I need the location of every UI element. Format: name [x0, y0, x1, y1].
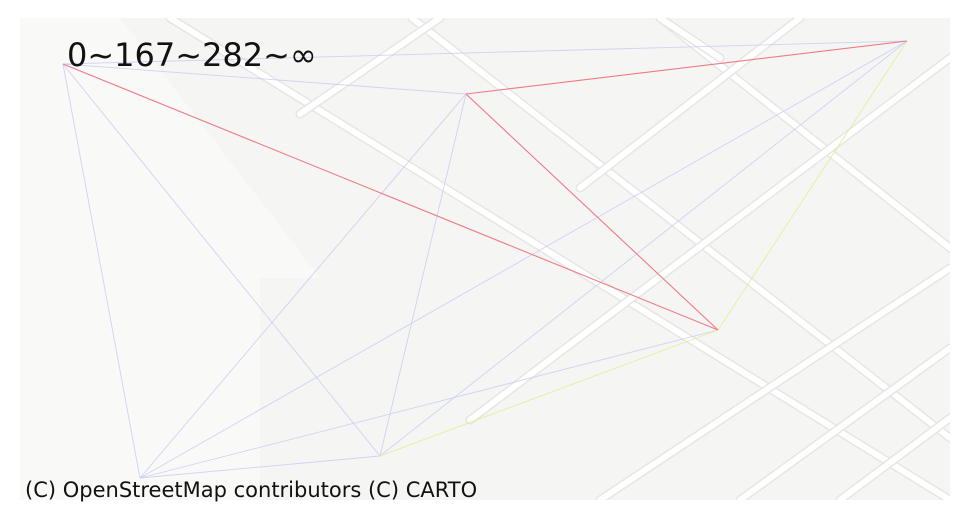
network-edge-n6-n5	[139, 455, 381, 479]
road	[657, 18, 950, 251]
network-edge-n2-n6	[139, 40, 908, 479]
network-edge-n6-n4	[139, 329, 719, 479]
road	[597, 265, 950, 500]
attribution-text: (C) OpenStreetMap contributors (C) CARTO	[25, 478, 478, 502]
map-canvas[interactable]	[20, 18, 950, 500]
network-edge-n2-n3	[465, 40, 908, 95]
network-edge-n1-n5	[62, 63, 381, 457]
road	[167, 18, 950, 500]
road	[577, 18, 803, 191]
land-shade	[20, 18, 320, 500]
legend-label: 0~167~282~∞	[67, 36, 317, 74]
network-edge-n4-n5	[379, 329, 719, 457]
network-edge-n5-n3	[379, 93, 467, 457]
network-edge-n2-n5	[379, 40, 908, 457]
road	[467, 55, 950, 423]
network-edge-n1-n3	[62, 63, 467, 95]
road	[837, 415, 950, 500]
road	[657, 18, 723, 61]
network-edge-n6-n3	[139, 93, 467, 479]
network-edge-n2-n4	[717, 40, 908, 331]
network-edge-n3-n4	[465, 93, 719, 331]
road	[737, 345, 950, 500]
network-edge-n1-n4	[62, 63, 719, 331]
network-edges-layer	[62, 40, 908, 479]
road	[409, 18, 950, 441]
network-edge-n1-n6	[62, 63, 141, 479]
basemap-layer	[20, 18, 950, 500]
road	[297, 18, 443, 117]
map-svg	[20, 18, 950, 500]
network-edge-n1-n2	[62, 40, 908, 65]
